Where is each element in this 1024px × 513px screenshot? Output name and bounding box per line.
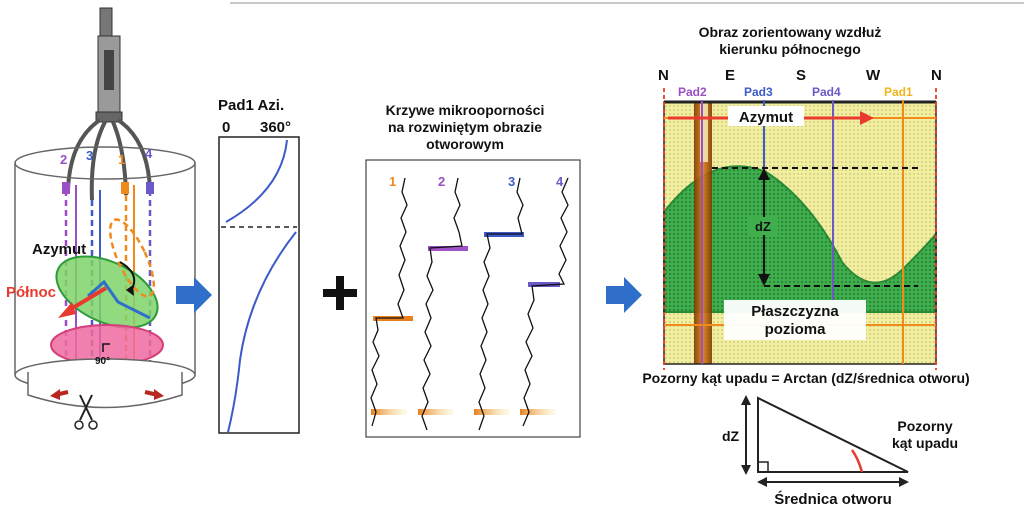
direction-label: W <box>866 67 881 84</box>
curve-track-label: 3 <box>508 174 515 189</box>
triangle-angle-line2: kąt upadu <box>892 435 958 451</box>
tool-pad-label: 2 <box>60 152 67 167</box>
logging-tool <box>14 7 196 430</box>
curve-step <box>428 246 468 251</box>
image-pad-label: Pad2 <box>678 85 707 99</box>
curves-title-line2: na rozwiniętym obrazie <box>388 119 542 135</box>
image-title-line1: Obraz zorientowany wzdłuż <box>699 24 882 40</box>
curves-title-line3: otworowym <box>426 136 504 152</box>
curve-trace-3 <box>478 177 524 431</box>
direction-label: N <box>658 67 669 84</box>
plane-label-line2: pozioma <box>765 321 826 338</box>
curve-band <box>371 409 407 415</box>
tool-azimuth-label: Azymut <box>32 241 86 258</box>
tool-pad-label: 1 <box>118 152 125 167</box>
plane-label-line1: Płaszczyzna <box>751 303 839 320</box>
triangle-dz-label: dZ <box>722 428 740 444</box>
curve-track-label: 4 <box>556 174 564 189</box>
azi-curve <box>227 231 297 433</box>
curve-trace-4 <box>522 177 569 427</box>
tool-angle-label: 90° <box>95 356 110 367</box>
triangle-angle-line1: Pozorny <box>897 418 952 434</box>
curve-band <box>418 409 454 415</box>
image-dz-label: dZ <box>755 219 771 234</box>
curve-trace-2 <box>421 177 463 431</box>
tool-pad-label: 3 <box>86 148 93 163</box>
tool-north-label: Północ <box>6 284 56 301</box>
curve-band <box>520 409 556 415</box>
azi-track-frame <box>218 136 300 434</box>
curves-frame <box>365 159 581 438</box>
image-azimuth-label: Azymut <box>739 109 793 126</box>
azi-max-label: 360° <box>260 119 291 136</box>
direction-label: S <box>796 67 806 84</box>
curves-title-line1: Krzywe mikrooporności <box>386 102 545 118</box>
image-title-line2: kierunku północnego <box>719 41 861 57</box>
dip-formula: Pozorny kąt upadu = Arctan (dZ/średnica … <box>642 370 969 386</box>
flow-arrow <box>606 277 642 313</box>
azi-min-label: 0 <box>222 119 230 136</box>
curve-step <box>528 282 560 287</box>
tool-pad-label: 4 <box>145 146 153 161</box>
curve-band <box>474 409 510 415</box>
triangle-base-label: Średnica otworu <box>774 490 892 508</box>
image-pad-label: Pad4 <box>812 85 841 99</box>
curve-track-label: 1 <box>389 174 396 189</box>
azi-curve <box>225 139 288 223</box>
image-pad-label: Pad1 <box>884 85 913 99</box>
image-pad-label: Pad3 <box>744 85 773 99</box>
curve-trace-1 <box>370 177 408 427</box>
direction-label: E <box>725 67 735 84</box>
direction-label: N <box>931 67 942 84</box>
dip-triangle <box>741 395 909 487</box>
flow-arrow <box>176 277 212 313</box>
curve-track-label: 2 <box>438 174 445 189</box>
azi-panel-title: Pad1 Azi. <box>218 97 284 114</box>
